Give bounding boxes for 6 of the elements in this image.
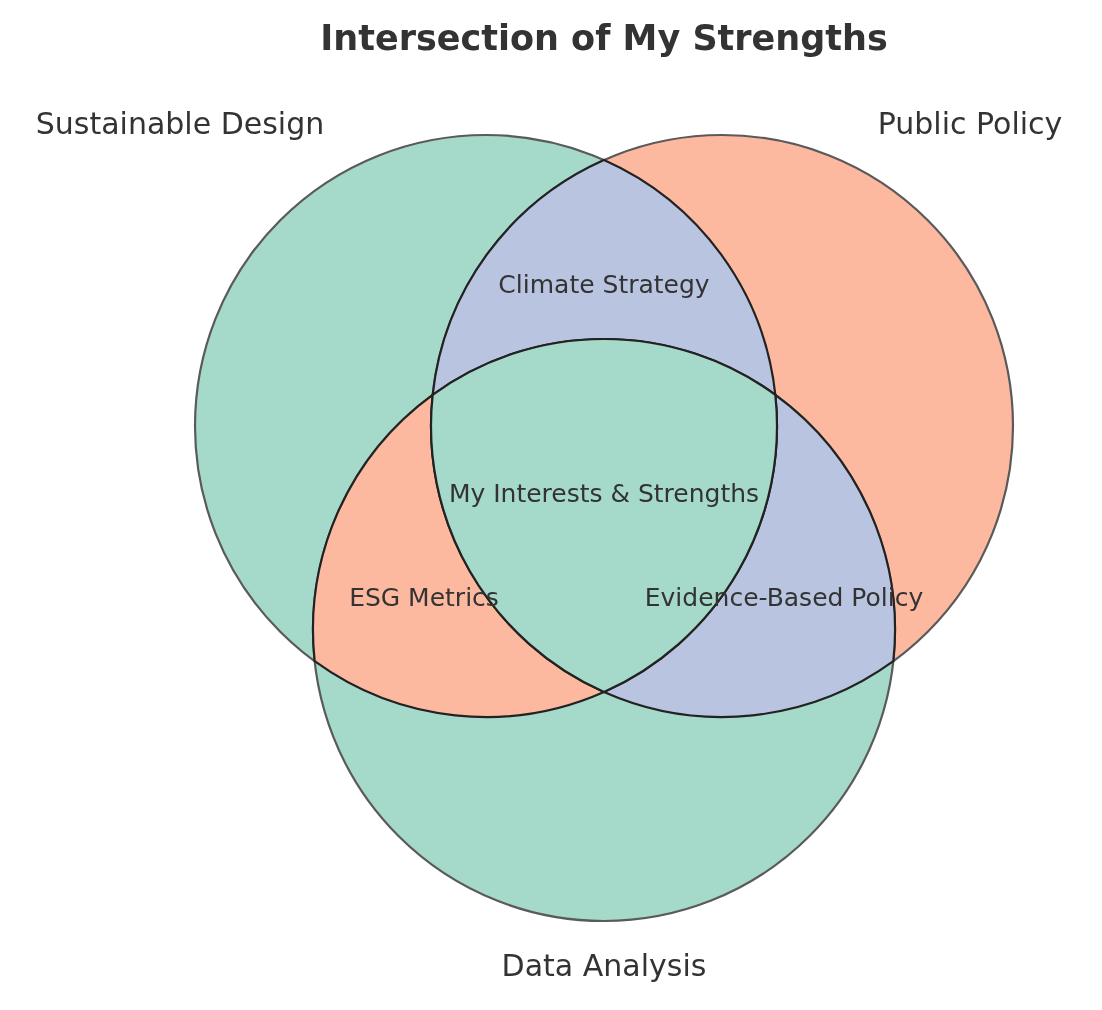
set-label: Sustainable Design [35, 106, 325, 142]
region-label: Climate Strategy [498, 270, 710, 300]
diagram-title: Intersection of My Strengths [320, 17, 888, 59]
set-label: Data Analysis [501, 948, 707, 984]
set-label: Public Policy [877, 106, 1063, 142]
region-label: My Interests & Strengths [448, 479, 760, 509]
